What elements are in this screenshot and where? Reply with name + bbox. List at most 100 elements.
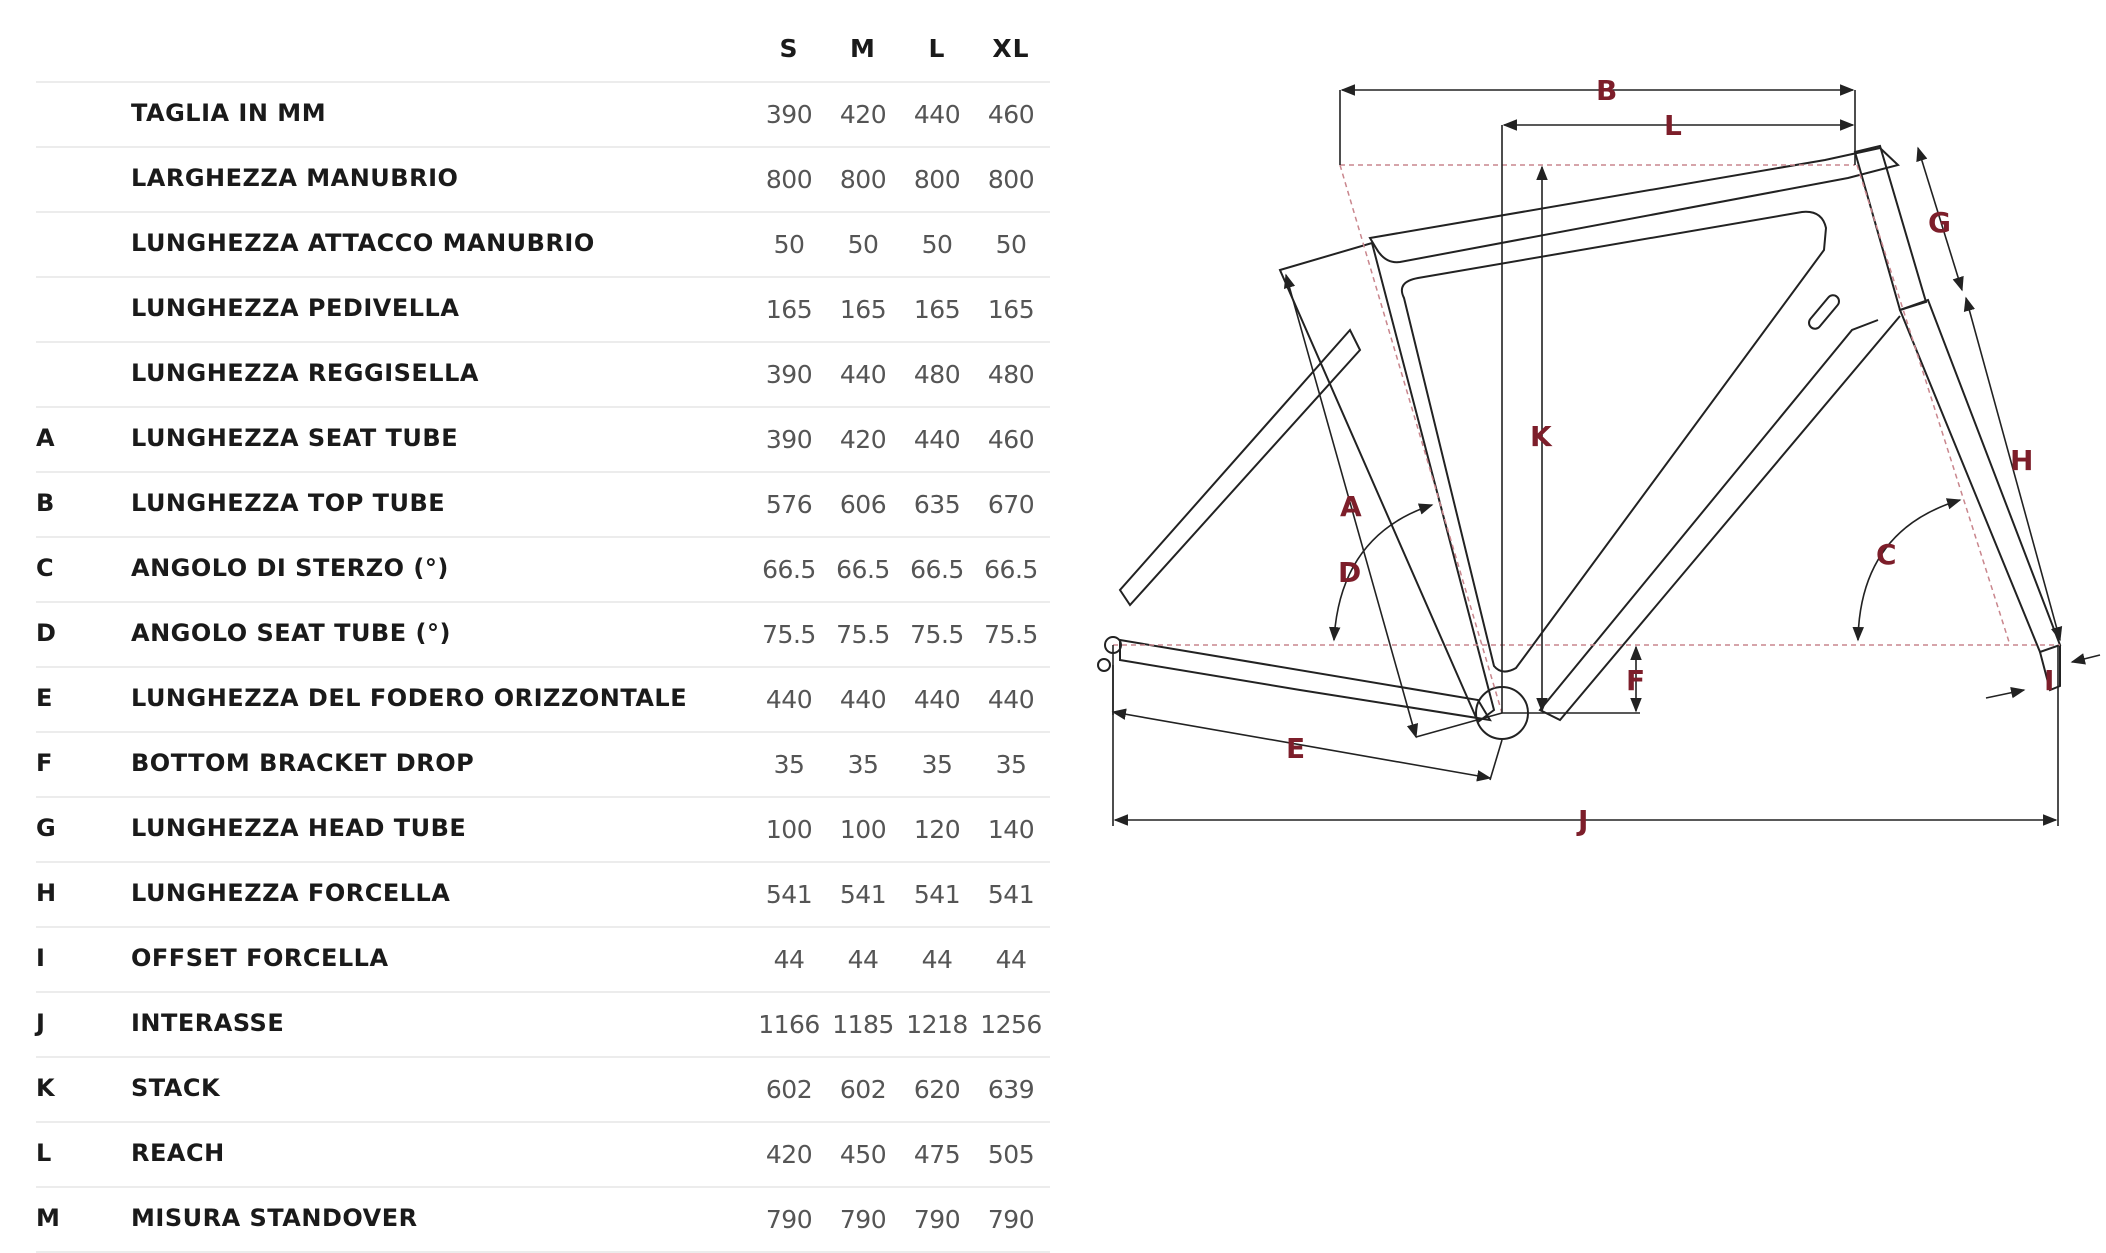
row-value-s: 75.5: [762, 620, 816, 649]
row-value-l: 800: [913, 165, 961, 194]
row-value-xl: 480: [987, 360, 1035, 389]
dimension-labels: B L K A D E F J G H C I: [1286, 74, 2054, 837]
row-value-m: 440: [839, 685, 887, 714]
dim-h-line: [1963, 296, 2063, 642]
row-label: LUNGHEZZA REGGISELLA: [131, 359, 479, 387]
dimension-lines: [1111, 84, 2101, 826]
row-value-l: 480: [913, 360, 961, 389]
row-value-xl: 165: [987, 295, 1035, 324]
row-value-s: 390: [765, 100, 813, 129]
row-value-l: 440: [913, 685, 961, 714]
row-label: LUNGHEZZA SEAT TUBE: [131, 424, 459, 452]
row-value-l: 541: [913, 880, 961, 909]
row-value-s: 541: [765, 880, 813, 909]
label-j: J: [1576, 804, 1588, 837]
row-label: MISURA STANDOVER: [131, 1204, 418, 1232]
row-code: L: [36, 1139, 52, 1167]
row-value-xl: 639: [987, 1075, 1035, 1104]
top-tube-shape: [1368, 146, 1900, 264]
dim-c-arc: [1852, 498, 1962, 642]
row-value-m: 1185: [832, 1010, 894, 1039]
label-d: D: [1338, 556, 1361, 589]
row-code: K: [36, 1074, 55, 1102]
row-value-l: 165: [913, 295, 961, 324]
row-value-l: 44: [921, 945, 953, 974]
row-value-xl: 790: [987, 1205, 1035, 1234]
label-f: F: [1626, 664, 1645, 697]
row-value-s: 440: [765, 685, 813, 714]
size-header-m: M: [850, 34, 876, 63]
down-tube-shape: [1538, 315, 1901, 722]
row-value-s: 165: [765, 295, 813, 324]
row-value-xl: 800: [987, 165, 1035, 194]
row-code: G: [36, 814, 56, 842]
dim-d-arc: [1328, 503, 1434, 642]
dim-g-line: [1916, 146, 1964, 292]
row-value-l: 475: [913, 1140, 961, 1169]
row-value-l: 440: [913, 100, 961, 129]
row-value-s: 1166: [758, 1010, 820, 1039]
size-header-xl: XL: [992, 34, 1030, 63]
row-value-s: 44: [773, 945, 805, 974]
row-value-s: 800: [765, 165, 813, 194]
row-value-m: 66.5: [836, 555, 890, 584]
row-value-s: 390: [765, 425, 813, 454]
row-code: D: [36, 619, 56, 647]
dim-i-line: [1985, 687, 2026, 699]
row-value-l: 66.5: [910, 555, 964, 584]
row-value-xl: 35: [995, 750, 1027, 779]
label-e: E: [1286, 732, 1305, 765]
row-label: BOTTOM BRACKET DROP: [131, 749, 475, 777]
row-label: LUNGHEZZA HEAD TUBE: [131, 814, 467, 842]
row-label: TAGLIA IN MM: [131, 99, 327, 127]
row-label: ANGOLO SEAT TUBE (°): [131, 619, 451, 647]
row-code: C: [36, 554, 54, 582]
row-code: E: [36, 684, 53, 712]
row-value-l: 50: [921, 230, 953, 259]
row-value-s: 602: [765, 1075, 813, 1104]
row-value-l: 790: [913, 1205, 961, 1234]
row-label: STACK: [131, 1074, 221, 1102]
row-value-s: 100: [765, 815, 813, 844]
row-code: A: [36, 424, 55, 452]
row-value-m: 35: [847, 750, 879, 779]
row-value-xl: 1256: [980, 1010, 1042, 1039]
row-value-xl: 140: [987, 815, 1035, 844]
label-c: C: [1876, 538, 1897, 571]
row-value-l: 1218: [906, 1010, 968, 1039]
row-code: F: [36, 749, 53, 777]
steering-axis-line: [1856, 164, 2011, 646]
label-k: K: [1530, 420, 1553, 453]
row-value-s: 420: [765, 1140, 813, 1169]
row-value-m: 450: [839, 1140, 887, 1169]
row-value-l: 440: [913, 425, 961, 454]
size-header-s: S: [779, 34, 799, 63]
row-value-xl: 460: [987, 425, 1035, 454]
row-value-m: 420: [839, 425, 887, 454]
row-value-l: 75.5: [910, 620, 964, 649]
row-value-m: 790: [839, 1205, 887, 1234]
label-g: G: [1928, 206, 1951, 239]
row-code: I: [36, 944, 45, 972]
label-i: I: [2044, 664, 2054, 697]
label-b: B: [1596, 74, 1617, 107]
frame-geometry-diagram: B L K A D E F J G H C I: [1097, 74, 2101, 837]
size-header-row: S M L XL: [36, 0, 1050, 81]
label-h: H: [2010, 444, 2033, 477]
row-value-m: 541: [839, 880, 887, 909]
reference-lines: [1113, 164, 2060, 714]
